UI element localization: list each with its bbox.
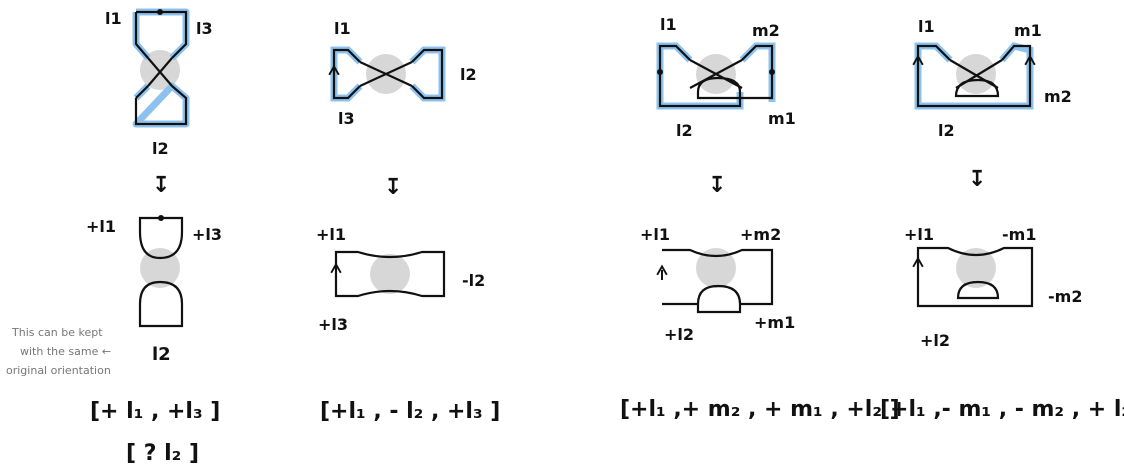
- strand: [916, 44, 1032, 108]
- panel-3-result-diagram: +l1 +m2 +l2 +m1: [640, 225, 795, 344]
- crossing-strand: [359, 61, 413, 87]
- panel-4: l1 m1 m2 l2 ↧ +l1 -m1 -m2 +l2 [+l₁ ,- m₁…: [880, 17, 1124, 422]
- smoothed-loop: [696, 284, 742, 314]
- crossing-strand: [955, 59, 1003, 89]
- crossing-strand: [147, 57, 173, 87]
- label-l2: l2: [676, 121, 693, 140]
- strand: [332, 48, 361, 100]
- label-l2: l2: [152, 344, 171, 365]
- crossing-strand: [689, 59, 743, 89]
- label-plus-l3: +l3: [192, 225, 222, 244]
- label-minus-l2: -l2: [462, 271, 485, 290]
- label-m1: m1: [768, 109, 796, 128]
- label-l1: l1: [660, 15, 677, 34]
- strand: [411, 48, 444, 100]
- label-plus-l3: +l3: [318, 315, 348, 334]
- maps-to-arrow: ↧: [152, 173, 170, 198]
- smoothed-loop: [138, 280, 184, 328]
- label-plus-l1: +l1: [86, 217, 116, 236]
- crossing-shade: [696, 248, 736, 288]
- label-plus-l1: +l1: [904, 225, 934, 244]
- label-l2: l2: [938, 121, 955, 140]
- smoothed-loop: [916, 246, 1034, 308]
- formula-second-line: [ ? l₂ ]: [126, 441, 199, 466]
- basepoint-dot: [769, 69, 775, 75]
- panel-4-top-diagram: l1 m1 m2 l2: [912, 17, 1072, 140]
- note-line: This can be kept: [11, 326, 103, 339]
- smoothed-loop: [662, 248, 774, 306]
- strand: [134, 85, 188, 126]
- label-l2: l2: [460, 65, 477, 84]
- formula: [+l₁ ,- m₁ , - m₂ , + l₂ ]: [880, 397, 1124, 422]
- label-minus-m1: -m1: [1002, 225, 1036, 244]
- label-m2: m2: [1044, 87, 1072, 106]
- label-minus-m2: -m2: [1048, 287, 1082, 306]
- panel-3: l1 m2 l2 m1 ↧ +l1 +m2 +l2 +m1 [+l₁ ,+ m₂…: [620, 15, 900, 422]
- label-l1: l1: [105, 9, 122, 28]
- note-line: original orientation: [6, 364, 111, 377]
- maps-to-arrow: ↧: [708, 173, 726, 198]
- strand: [134, 12, 149, 59]
- smoothed-loop: [334, 250, 446, 298]
- smoothed-loop: [956, 280, 1000, 300]
- annotation-note: This can be kept with the same ← origina…: [6, 326, 111, 377]
- crossing-strand: [949, 59, 999, 89]
- label-plus-l1: +l1: [316, 225, 346, 244]
- label-l3: l3: [338, 109, 355, 128]
- panel-4-result-diagram: +l1 -m1 -m2 +l2: [904, 225, 1082, 350]
- note-line: with the same ←: [20, 345, 111, 358]
- crossing-shade: [140, 248, 180, 288]
- panel-2-result-diagram: +l1 -l2 +l3: [316, 225, 485, 334]
- label-l2: l2: [152, 139, 169, 158]
- crossing-shade: [956, 248, 996, 288]
- panel-2-top-diagram: l1 l2 l3: [328, 19, 477, 128]
- smoothed-loop: [138, 216, 184, 260]
- panel-1-result-diagram: +l1 +l3 l2: [86, 215, 222, 365]
- label-plus-m2: +m2: [740, 225, 781, 244]
- label-l3: l3: [196, 19, 213, 38]
- panel-1-top-diagram: l1 l3 l2: [105, 8, 213, 158]
- basepoint-dot: [657, 69, 663, 75]
- formula: [+l₁ ,+ m₂ , + m₁ , +l₂ ]: [620, 397, 900, 422]
- maps-to-arrow: ↧: [384, 175, 402, 200]
- maps-to-arrow: ↧: [968, 167, 986, 192]
- panel-2: l1 l2 l3 ↧ +l1 -l2 +l3 [+l₁ , - l₂ , +l₃…: [316, 19, 500, 424]
- panel-1: l1 l3 l2 ↧ +l1 +l3 l2 This can be kept w…: [6, 8, 222, 466]
- label-plus-l2: +l2: [664, 325, 694, 344]
- label-plus-l1: +l1: [640, 225, 670, 244]
- crossing-shade: [370, 254, 410, 294]
- label-m1: m1: [1014, 21, 1042, 40]
- label-m2: m2: [752, 21, 780, 40]
- label-plus-m1: +m1: [754, 313, 795, 332]
- basepoint-dot: [158, 215, 164, 221]
- strand: [658, 44, 774, 108]
- panel-3-top-diagram: l1 m2 l2 m1: [656, 15, 796, 140]
- formula: [+ l₁ , +l₃ ]: [90, 399, 220, 424]
- label-l1: l1: [918, 17, 935, 36]
- label-l1: l1: [334, 19, 351, 38]
- basepoint-dot: [157, 9, 163, 15]
- formula: [+l₁ , - l₂ , +l₃ ]: [320, 399, 500, 424]
- label-plus-l2: +l2: [920, 331, 950, 350]
